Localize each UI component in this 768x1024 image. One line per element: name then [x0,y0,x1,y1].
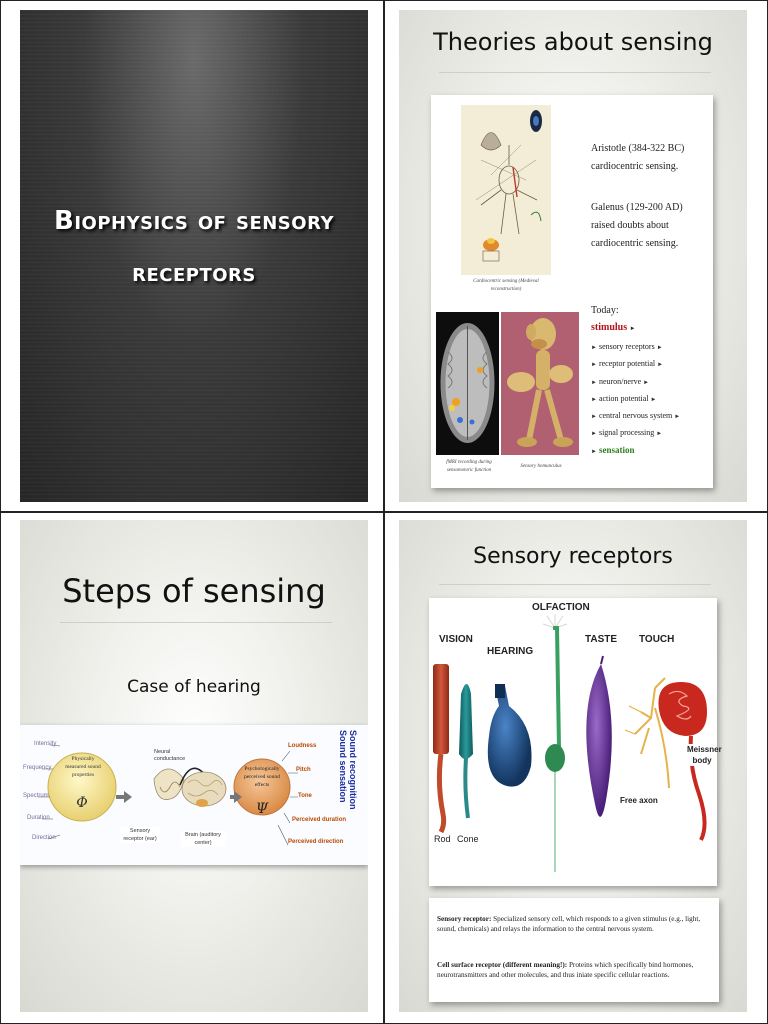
arrow-right-icon: ► [591,414,597,421]
list-item: ►neuron/nerve ► [591,376,650,386]
list-item: ►sensation [591,443,682,460]
definition-sensory-receptor: Sensory receptor: Specialized sensory ce… [437,914,709,934]
list-item: ►receptor potential ► [591,359,664,369]
cardiocentric-caption: Cardiocentric sensing (Medieval reconstr… [473,279,539,292]
arrow-right-icon: ► [591,362,597,369]
list-item: ►signal processing ► [591,428,663,438]
definitions-panel: Sensory receptor: Specialized sensory ce… [429,898,719,1002]
galenus-text: Galenus (129-200 AD) raised doubts about… [591,202,683,249]
list-item: ►sensory receptors ► [591,342,663,351]
slide-4-receptors: Sensory receptors [399,520,747,1012]
sound-sensation-label: Sound sensation [338,730,348,803]
list-item: ►action potential ► [591,393,657,403]
brain-label: Brain (auditory center) [180,831,226,847]
cone-label: Cone [457,834,479,844]
stimulus-row: stimulus ► [591,322,638,333]
prop-direction: Direction [32,835,56,841]
homunculus-caption: Sensory homunculus [520,464,562,469]
slide-2-theories: Theories about sensing Cardiocentric sen… [399,10,747,502]
fmri-caption: fMRI recording during sensomotoric funct… [446,460,492,473]
free-axon-label: Free axon [620,796,658,805]
neural-label: Neural conductance [154,749,186,762]
fmri-brain-image [436,312,499,455]
arrow-right-icon: ► [591,431,597,438]
phys-circle-text: Physically measured sound properties [65,756,101,778]
prop-intensity: Intensity [34,741,57,747]
list-item: ►central nervous system ► [591,411,681,421]
slide-1-title: Biophysics of sensory receptors [20,10,368,502]
arrow-right-icon: ► [591,379,597,386]
touch-label: TOUCH [639,634,675,645]
hearing-label: HEARING [487,646,534,657]
olfaction-label: OLFACTION [532,602,590,613]
homunculus-image [501,312,579,455]
arrow-right-icon: ► [591,448,597,455]
taste-label: TASTE [585,634,618,645]
eye-icon [530,110,542,132]
today-label: Today: [591,305,619,316]
rod-label: Rod [434,834,451,844]
prop-tone: Tone [298,793,312,799]
title-rule [439,72,711,73]
slide-4-heading: Sensory receptors [473,544,673,569]
stimulus-text: stimulus [591,322,628,333]
psi-symbol: Ψ [255,801,269,817]
prop-perceived-direction: Perceived direction [288,839,344,845]
aristotle-text: Aristotle (384-322 BC) cardiocentric sen… [591,143,685,172]
title-line-2: receptors [132,258,256,288]
phi-symbol: Φ [76,795,88,811]
arrow-right-icon: ► [629,326,636,332]
prop-frequency: Frequency [23,765,52,771]
receptor-cells-illustration [433,614,707,872]
vision-label: VISION [439,634,473,645]
prop-spectrum: Spectrum [23,793,49,799]
prop-pitch: Pitch [296,767,311,773]
arrow-right-icon: ► [591,396,597,403]
diagram-arrows [38,744,298,846]
prop-duration: Duration [27,815,50,821]
divider-horizontal [0,511,768,513]
definition-text: Specialized sensory cell, which responds… [437,915,701,933]
sensing-steps-list: ►sensory receptors ► ►receptor potential… [591,339,682,460]
arrow-right-icon: ► [591,345,597,351]
definition-text: Proteins which specifically bind hormone… [437,961,694,979]
definition-cell-surface-receptor: Cell surface receptor (different meaning… [437,960,709,980]
slide-3-steps: Steps of sensing Case of hearing Physica… [20,520,368,1012]
slide-3-subtitle: Case of hearing [127,677,261,697]
prop-loudness: Loudness [288,743,317,749]
sound-recognition-label: Sound recognition [348,730,358,810]
sensation-text: sensation [598,444,635,455]
title-rule [60,622,332,623]
slide-3-heading: Steps of sensing [62,572,326,610]
hearing-diagram: Physically measured sound properties Φ P… [20,725,368,865]
receptor-label: Sensory receptor (ear) [120,827,160,843]
definition-term: Sensory receptor: [437,915,492,923]
psy-circle-text: Psychologically perceived sound effects [244,766,280,788]
meissner-label: Meissner body [687,744,722,766]
title-rule [439,584,711,585]
receptors-figure: OLFACTION VISION HEARING TASTE TOUCH Rod… [429,598,722,886]
prop-perceived-duration: Perceived duration [292,817,347,823]
slide-2-heading: Theories about sensing [433,28,713,56]
cardiocentric-drawing [461,105,551,275]
slide-1-heading: Biophysics of sensory receptors [20,195,368,299]
definition-term: Cell surface receptor (different meaning… [437,961,568,969]
title-line-1: Biophysics of sensory [54,206,334,236]
side-labels: Sound recognition Sound sensation [338,730,366,859]
theories-panel: Cardiocentric sensing (Medieval reconstr… [431,95,713,488]
